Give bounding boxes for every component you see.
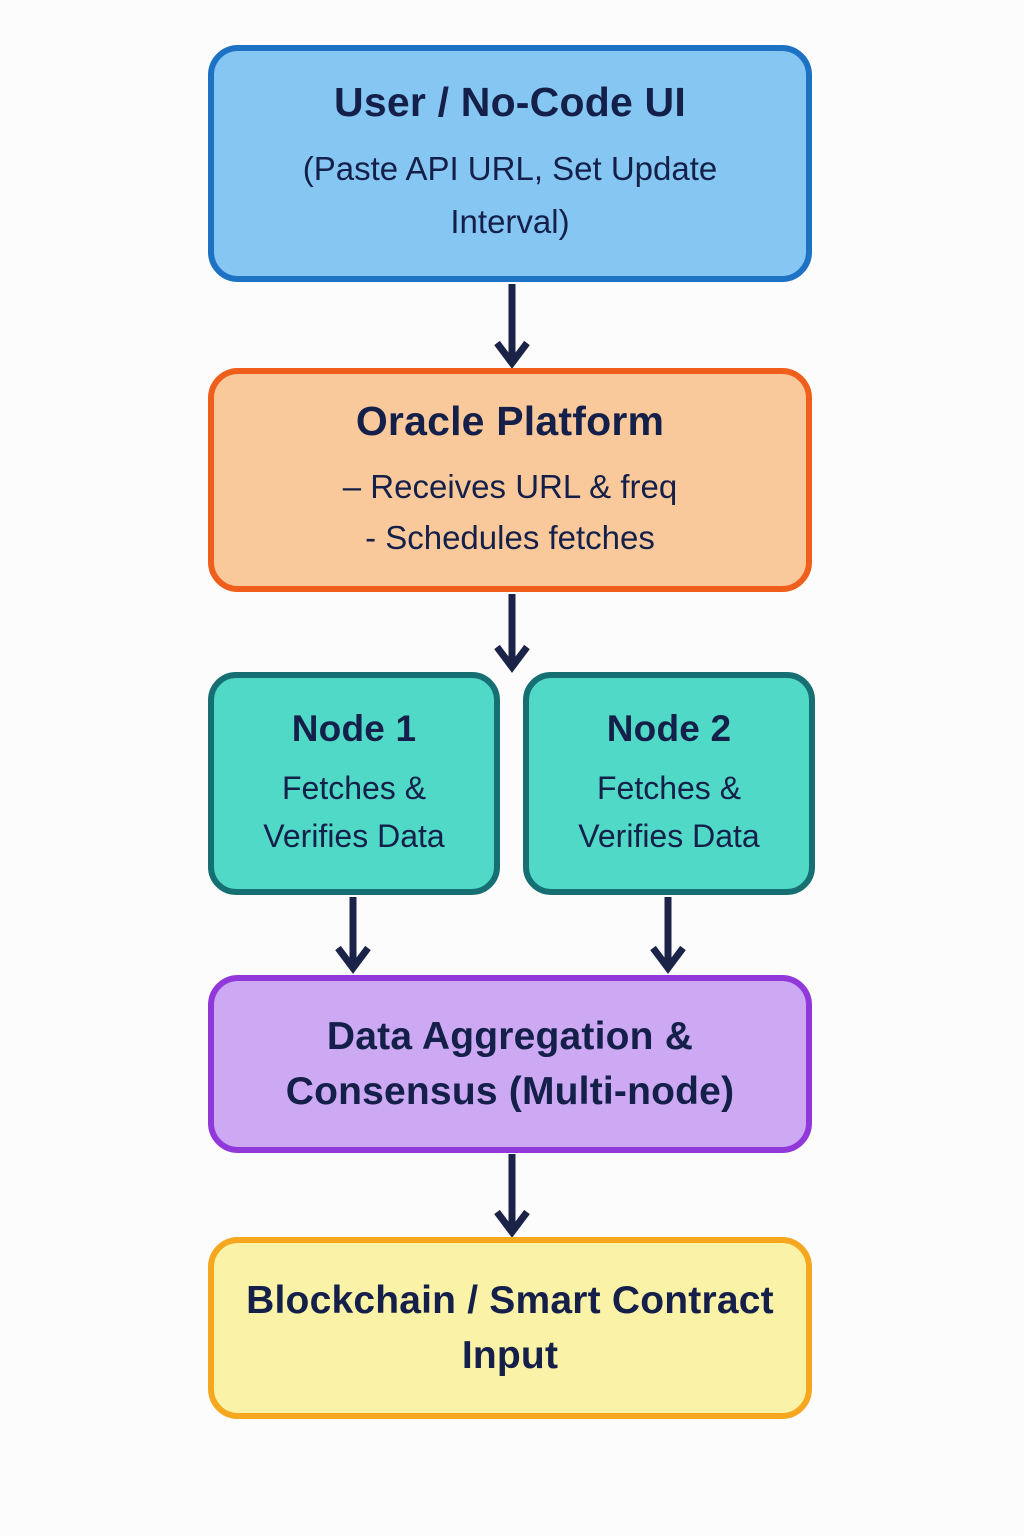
flow-arrow-node2-to-aggregation bbox=[650, 897, 686, 974]
flow-box-oracle-platform: Oracle Platform – Receives URL & freq - … bbox=[208, 368, 812, 592]
flow-box-node-2: Node 2 Fetches & Verifies Data bbox=[523, 672, 815, 895]
blockchain-box-title: Blockchain / Smart Contract Input bbox=[246, 1278, 774, 1377]
user-box-title: User / No-Code UI bbox=[334, 79, 686, 126]
oracle-box-title: Oracle Platform bbox=[355, 398, 665, 445]
flow-arrow-oracle-to-nodes bbox=[494, 594, 530, 673]
oracle-detail-line: – Receives URL & freq bbox=[342, 468, 678, 506]
node-2-title: Node 2 bbox=[606, 708, 732, 750]
user-box-subtitle: (Paste API URL, Set Update Interval) bbox=[302, 149, 718, 241]
node-1-body: Fetches & Verifies Data bbox=[263, 769, 445, 854]
oracle-box-details: – Receives URL & freq - Schedules fetche… bbox=[343, 462, 677, 562]
flow-box-data-aggregation: Data Aggregation & Consensus (Multi-node… bbox=[208, 975, 812, 1153]
flow-box-user-no-code-ui: User / No-Code UI (Paste API URL, Set Up… bbox=[208, 45, 812, 282]
node-1-title: Node 1 bbox=[291, 708, 417, 750]
oracle-detail-line: - Schedules fetches bbox=[365, 518, 655, 556]
node-2-body: Fetches & Verifies Data bbox=[578, 769, 760, 854]
aggregation-box-title: Data Aggregation & Consensus (Multi-node… bbox=[285, 1014, 735, 1113]
flow-arrow-user-to-oracle bbox=[494, 284, 530, 369]
flow-arrow-node1-to-aggregation bbox=[335, 897, 371, 974]
flow-box-node-1: Node 1 Fetches & Verifies Data bbox=[208, 672, 500, 895]
flow-arrow-aggregation-to-blockchain bbox=[494, 1154, 530, 1238]
flow-box-blockchain-input: Blockchain / Smart Contract Input bbox=[208, 1237, 812, 1419]
